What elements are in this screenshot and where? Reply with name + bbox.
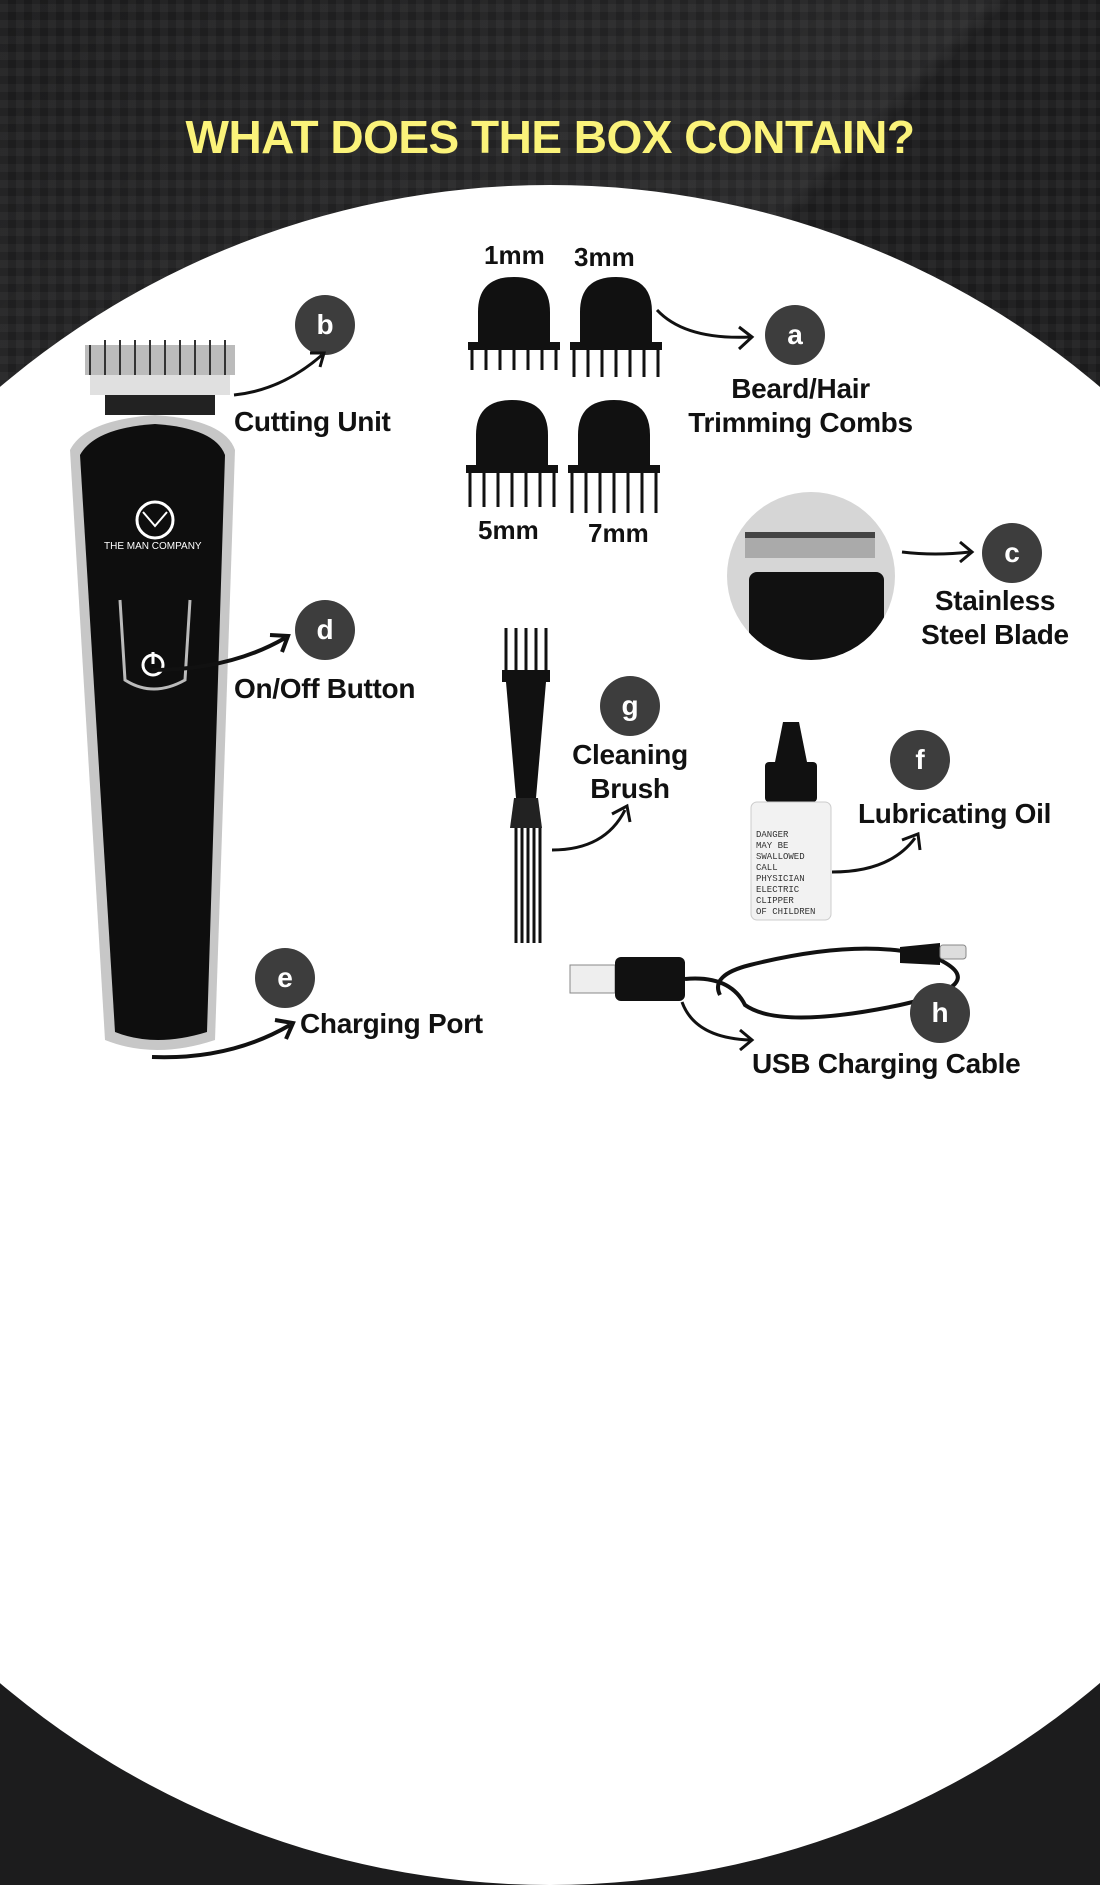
badge-g: g bbox=[600, 676, 660, 736]
oil-bottle-icon bbox=[750, 722, 832, 921]
comb-1mm-icon bbox=[468, 277, 560, 370]
oil-label-line: MAY BE bbox=[756, 841, 789, 851]
badge-d: d bbox=[295, 600, 355, 660]
label-cleaning-brush: Cleaning Brush bbox=[572, 739, 688, 804]
arrow-icon bbox=[680, 1001, 755, 1052]
comb-size-7mm: 7mm bbox=[588, 518, 649, 548]
blade-closeup-circle bbox=[727, 492, 895, 660]
arrow-icon bbox=[151, 633, 291, 672]
cleaning-brush-icon bbox=[502, 628, 550, 943]
comb-size-1mm: 1mm bbox=[484, 240, 545, 270]
arrow-icon bbox=[233, 351, 326, 397]
page-title: WHAT DOES THE BOX CONTAIN? bbox=[185, 111, 915, 163]
badge-h: h bbox=[910, 983, 970, 1043]
label-charging-port: Charging Port bbox=[300, 1008, 483, 1039]
oil-label-line: SWALLOWED bbox=[756, 852, 805, 862]
badge-a: a bbox=[765, 305, 825, 365]
badge-c: c bbox=[982, 523, 1042, 583]
badge-b: b bbox=[295, 295, 355, 355]
brand-name: THE MAN COMPANY bbox=[104, 541, 202, 552]
oil-bottle-label: DANGER MAY BE SWALLOWED CALL PHYSICIAN E… bbox=[756, 830, 828, 918]
comb-3mm-icon bbox=[570, 277, 662, 377]
arrow-icon bbox=[901, 540, 975, 564]
comb-5mm-icon bbox=[466, 400, 558, 507]
badge-e: e bbox=[255, 948, 315, 1008]
arrow-icon bbox=[151, 1018, 296, 1060]
arrow-icon bbox=[655, 308, 755, 351]
usb-cable-icon bbox=[569, 943, 967, 1020]
label-lubricating-oil: Lubricating Oil bbox=[858, 798, 1052, 829]
arrow-icon bbox=[551, 803, 632, 852]
badge-f: f bbox=[890, 730, 950, 790]
oil-label-line: CALL PHYSICIAN bbox=[756, 863, 805, 884]
oil-label-line: DANGER bbox=[756, 830, 789, 840]
label-trimming-combs: Beard/Hair Trimming Combs bbox=[688, 373, 913, 438]
arrow-icon bbox=[831, 831, 922, 874]
oil-label-line: ELECTRIC CLIPPER bbox=[756, 885, 800, 906]
trimmer-illustration bbox=[70, 340, 235, 1050]
comb-7mm-icon bbox=[568, 400, 660, 513]
label-usb-charging-cable: USB Charging Cable bbox=[752, 1048, 1021, 1079]
comb-size-3mm: 3mm bbox=[574, 242, 635, 272]
label-stainless-steel-blade: Stainless Steel Blade bbox=[921, 585, 1069, 650]
comb-size-5mm: 5mm bbox=[478, 515, 539, 545]
label-on-off-button: On/Off Button bbox=[234, 673, 416, 704]
label-cutting-unit: Cutting Unit bbox=[234, 406, 391, 437]
oil-label-line: OF CHILDREN bbox=[756, 907, 816, 917]
